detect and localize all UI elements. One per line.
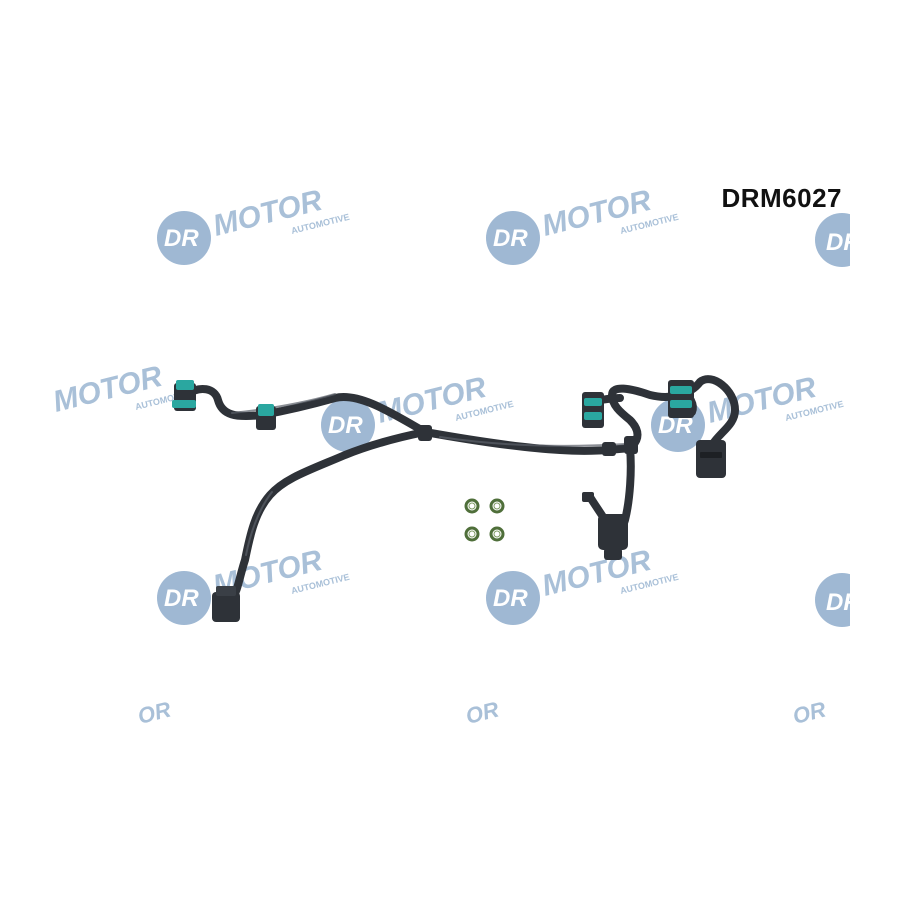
part-number-label: DRM6027: [721, 183, 842, 213]
quick-connector-clip-icon: [172, 380, 196, 411]
